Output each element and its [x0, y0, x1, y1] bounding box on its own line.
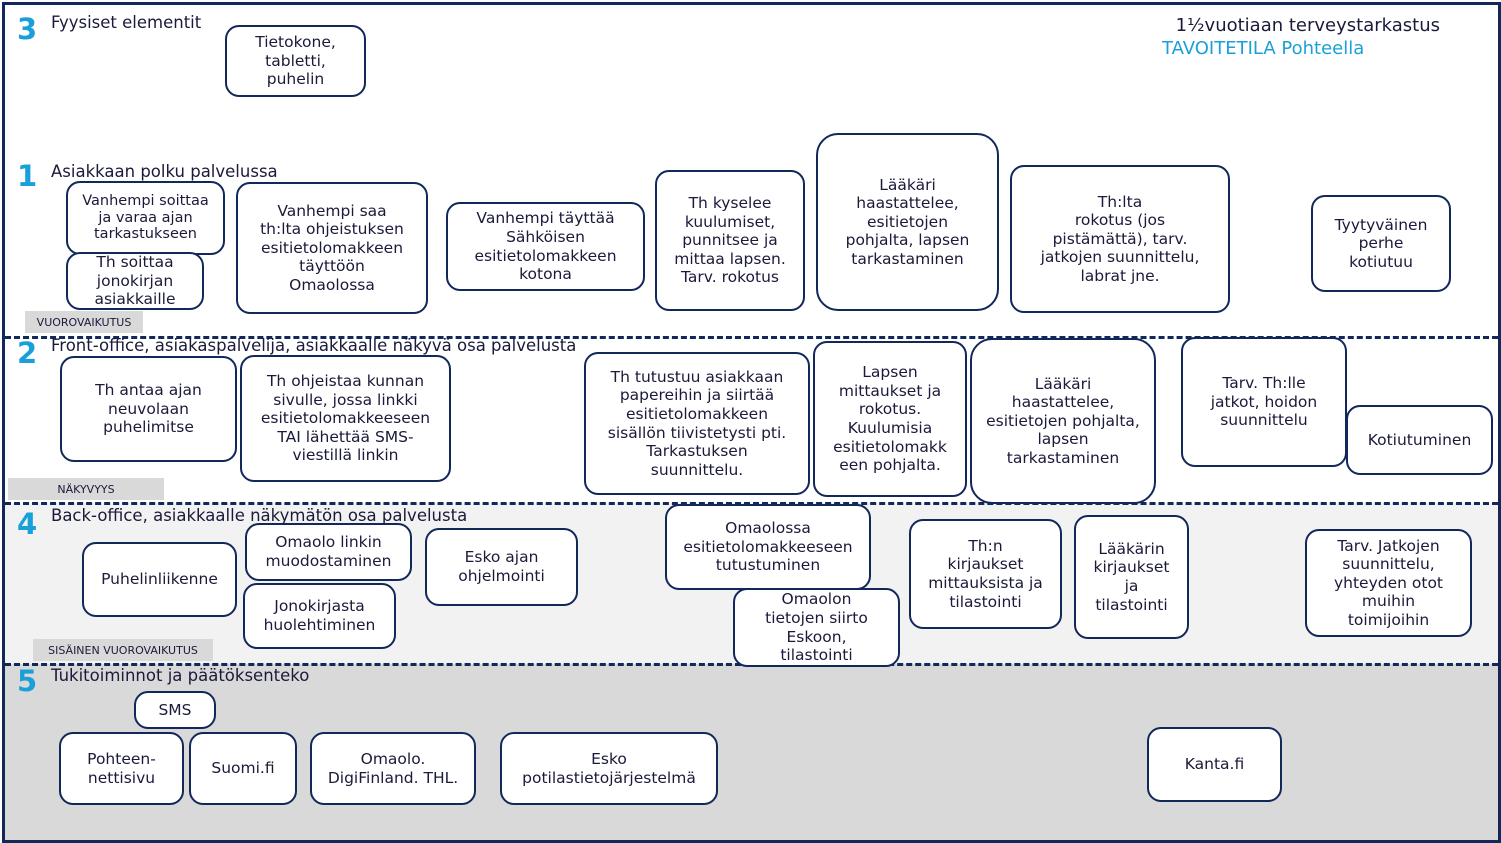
lane-title-front: Front-office, asiakaspalvelija, asiakkaa…: [51, 336, 577, 355]
lane-title-support: Tukitoiminnot ja päätöksenteko: [51, 666, 310, 685]
front-step-link-instructions: Th ohjeistaa kunnan sivulle, jossa linkk…: [240, 355, 451, 482]
customer-step-queue-call: Th soittaa jonokirjan asiakkaille: [66, 252, 204, 310]
front-step-follow-up: Tarv. Th:lle jatkot, hoidon suunnittelu: [1181, 337, 1347, 467]
back-step-review-form: Omaolossa esitietolomakkeeseen tutustumi…: [665, 504, 871, 590]
diagram-subtitle: TAVOITETILA Pohteella: [1162, 38, 1365, 59]
diagram-title: 1½vuotiaan terveystarkastus: [1175, 15, 1440, 36]
back-step-doctor-records: Lääkärin kirjaukset ja tilastointi: [1074, 515, 1189, 639]
customer-step-fill-form: Vanhempi täyttää Sähköisen esitietolomak…: [446, 202, 645, 291]
back-step-follow-up-planning: Tarv. Jatkojen suunnittelu, yhteyden oto…: [1305, 529, 1472, 637]
support-esko-system: Esko potilastietojärjestelmä: [500, 732, 718, 805]
lane-title-back: Back-office, asiakkaalle näkymätön osa p…: [51, 506, 468, 525]
support-sms: SMS: [134, 691, 216, 729]
front-step-phone-appointment: Th antaa ajan neuvolaan puhelimitse: [60, 356, 237, 462]
front-step-discharge: Kotiutuminen: [1346, 405, 1493, 475]
interaction-line-label: VUOROVAIKUTUS: [25, 311, 143, 333]
lane-number-back: 4: [17, 507, 38, 541]
support-pohde-website: Pohteen- nettisivu: [59, 732, 184, 805]
back-step-phone-traffic: Puhelinliikenne: [82, 542, 237, 617]
support-omaolo-digifinland-thl: Omaolo. DigiFinland. THL.: [310, 732, 476, 805]
back-step-esko-scheduling: Esko ajan ohjelmointi: [425, 528, 578, 606]
front-step-doctor-exam: Lääkäri haastattelee, esitietojen pohjal…: [970, 338, 1156, 504]
customer-step-call-booking: Vanhempi soittaa ja varaa ajan tarkastuk…: [66, 181, 225, 255]
front-step-measurements: Lapsen mittaukset ja rokotus. Kuulumisia…: [813, 341, 967, 497]
back-step-queue-book: Jonokirjasta huolehtiminen: [243, 583, 396, 649]
customer-step-nurse-visit: Th kyselee kuulumiset, punnitsee ja mitt…: [655, 170, 805, 311]
lane-number-physical: 3: [17, 12, 38, 46]
support-suomi-fi: Suomi.fi: [189, 732, 297, 805]
internal-interaction-line-label: SISÄINEN VUOROVAIKUTUS: [33, 639, 213, 661]
visibility-line: [5, 502, 1498, 505]
lane-number-customer: 1: [17, 159, 38, 193]
visibility-line-label: NÄKYVYYS: [8, 478, 164, 500]
back-step-data-transfer: Omaolon tietojen siirto Eskoon, tilastoi…: [733, 588, 900, 667]
lane-number-front: 2: [17, 336, 38, 370]
customer-step-vaccination: Th:lta rokotus (jos pistämättä), tarv. j…: [1010, 165, 1230, 313]
support-kanta-fi: Kanta.fi: [1147, 727, 1282, 802]
customer-step-family-home: Tyytyväinen perhe kotiutuu: [1311, 195, 1451, 292]
customer-step-doctor-exam: Lääkäri haastattelee, esitietojen pohjal…: [816, 133, 999, 311]
front-step-review-papers: Th tutustuu asiakkaan papereihin ja siir…: [584, 352, 810, 495]
lane-number-support: 5: [17, 664, 38, 698]
physical-devices-box: Tietokone, tabletti, puhelin: [225, 25, 366, 97]
lane-title-physical: Fyysiset elementit: [51, 13, 202, 32]
interaction-line: [5, 336, 1498, 339]
lane-title-customer: Asiakkaan polku palvelussa: [51, 162, 278, 181]
back-step-omaolo-link: Omaolo linkin muodostaminen: [245, 523, 412, 581]
customer-step-instructions: Vanhempi saa th:lta ohjeistuksen esitiet…: [236, 182, 428, 314]
back-step-nurse-records: Th:n kirjaukset mittauksista ja tilastoi…: [909, 519, 1062, 629]
